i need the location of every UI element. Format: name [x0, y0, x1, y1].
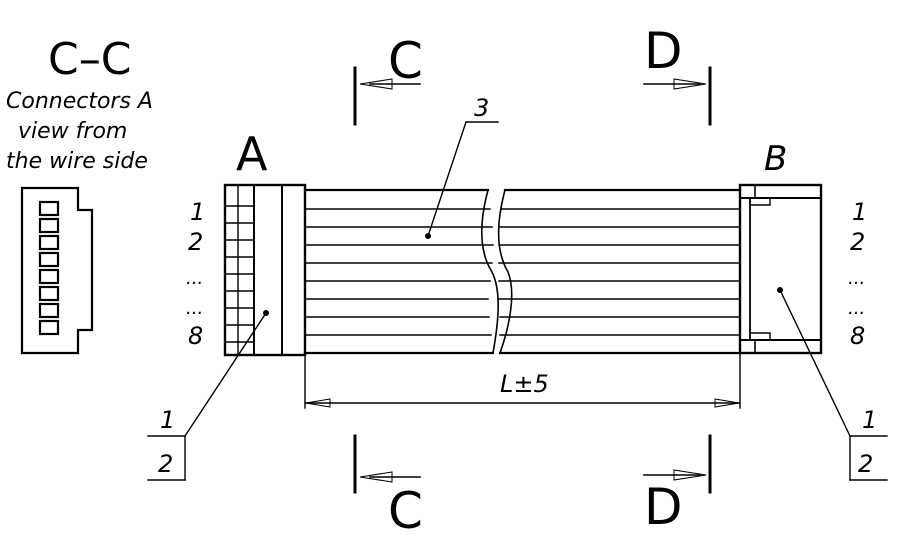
connector-b-pin-2: 2: [850, 228, 865, 256]
connector-a-pin-8: 8: [188, 322, 203, 350]
connector-a-pin-ellipsis-1: ...: [186, 268, 203, 289]
cut-label-d-bottom: D: [644, 478, 683, 536]
connector-a-end-view: [20, 186, 94, 355]
cut-label-d-top: D: [644, 22, 683, 80]
cut-mark-c-bottom: [353, 434, 421, 494]
cut-mark-d-bottom: [643, 434, 712, 494]
length-dimension-line: [304, 398, 741, 408]
connector-a: [223, 183, 307, 357]
section-caption-line-3: the wire side: [6, 149, 148, 174]
connector-b-pin-ellipsis-2: ...: [848, 298, 865, 319]
connector-b-callout-top: 1: [862, 406, 877, 434]
connector-b-callout-bottom: 2: [858, 450, 873, 478]
connector-a-callout-bottom: 2: [158, 450, 173, 478]
connector-a-callout-top: 1: [160, 406, 175, 434]
section-caption-line-2: view from: [18, 119, 127, 144]
connector-a-pin-ellipsis-2: ...: [186, 298, 203, 319]
cut-label-c-top: C: [388, 32, 423, 90]
connector-a-callout-leader: [147, 310, 269, 481]
connector-a-pin-2: 2: [188, 228, 203, 256]
section-title: C–C: [48, 34, 131, 85]
cable-callout-number: 3: [474, 94, 489, 122]
connector-a-pin-1: 1: [190, 198, 205, 226]
cut-label-c-bottom: C: [388, 482, 423, 540]
connector-b: [738, 183, 823, 409]
section-caption-line-1: Connectors A: [6, 89, 153, 114]
length-dimension-text: L±5: [500, 370, 549, 398]
connector-a-label: A: [236, 127, 268, 181]
cable-callout-leader: [425, 121, 499, 239]
connector-b-pin-ellipsis-1: ...: [848, 268, 865, 289]
connector-b-pin-8: 8: [850, 322, 865, 350]
connector-b-label: B: [764, 139, 787, 179]
cut-mark-c-top: [353, 66, 421, 126]
flat-cable: [303, 184, 742, 409]
cut-mark-d-top: [643, 66, 712, 126]
connector-b-pin-1: 1: [852, 198, 867, 226]
connector-b-callout-leader: [777, 287, 888, 481]
